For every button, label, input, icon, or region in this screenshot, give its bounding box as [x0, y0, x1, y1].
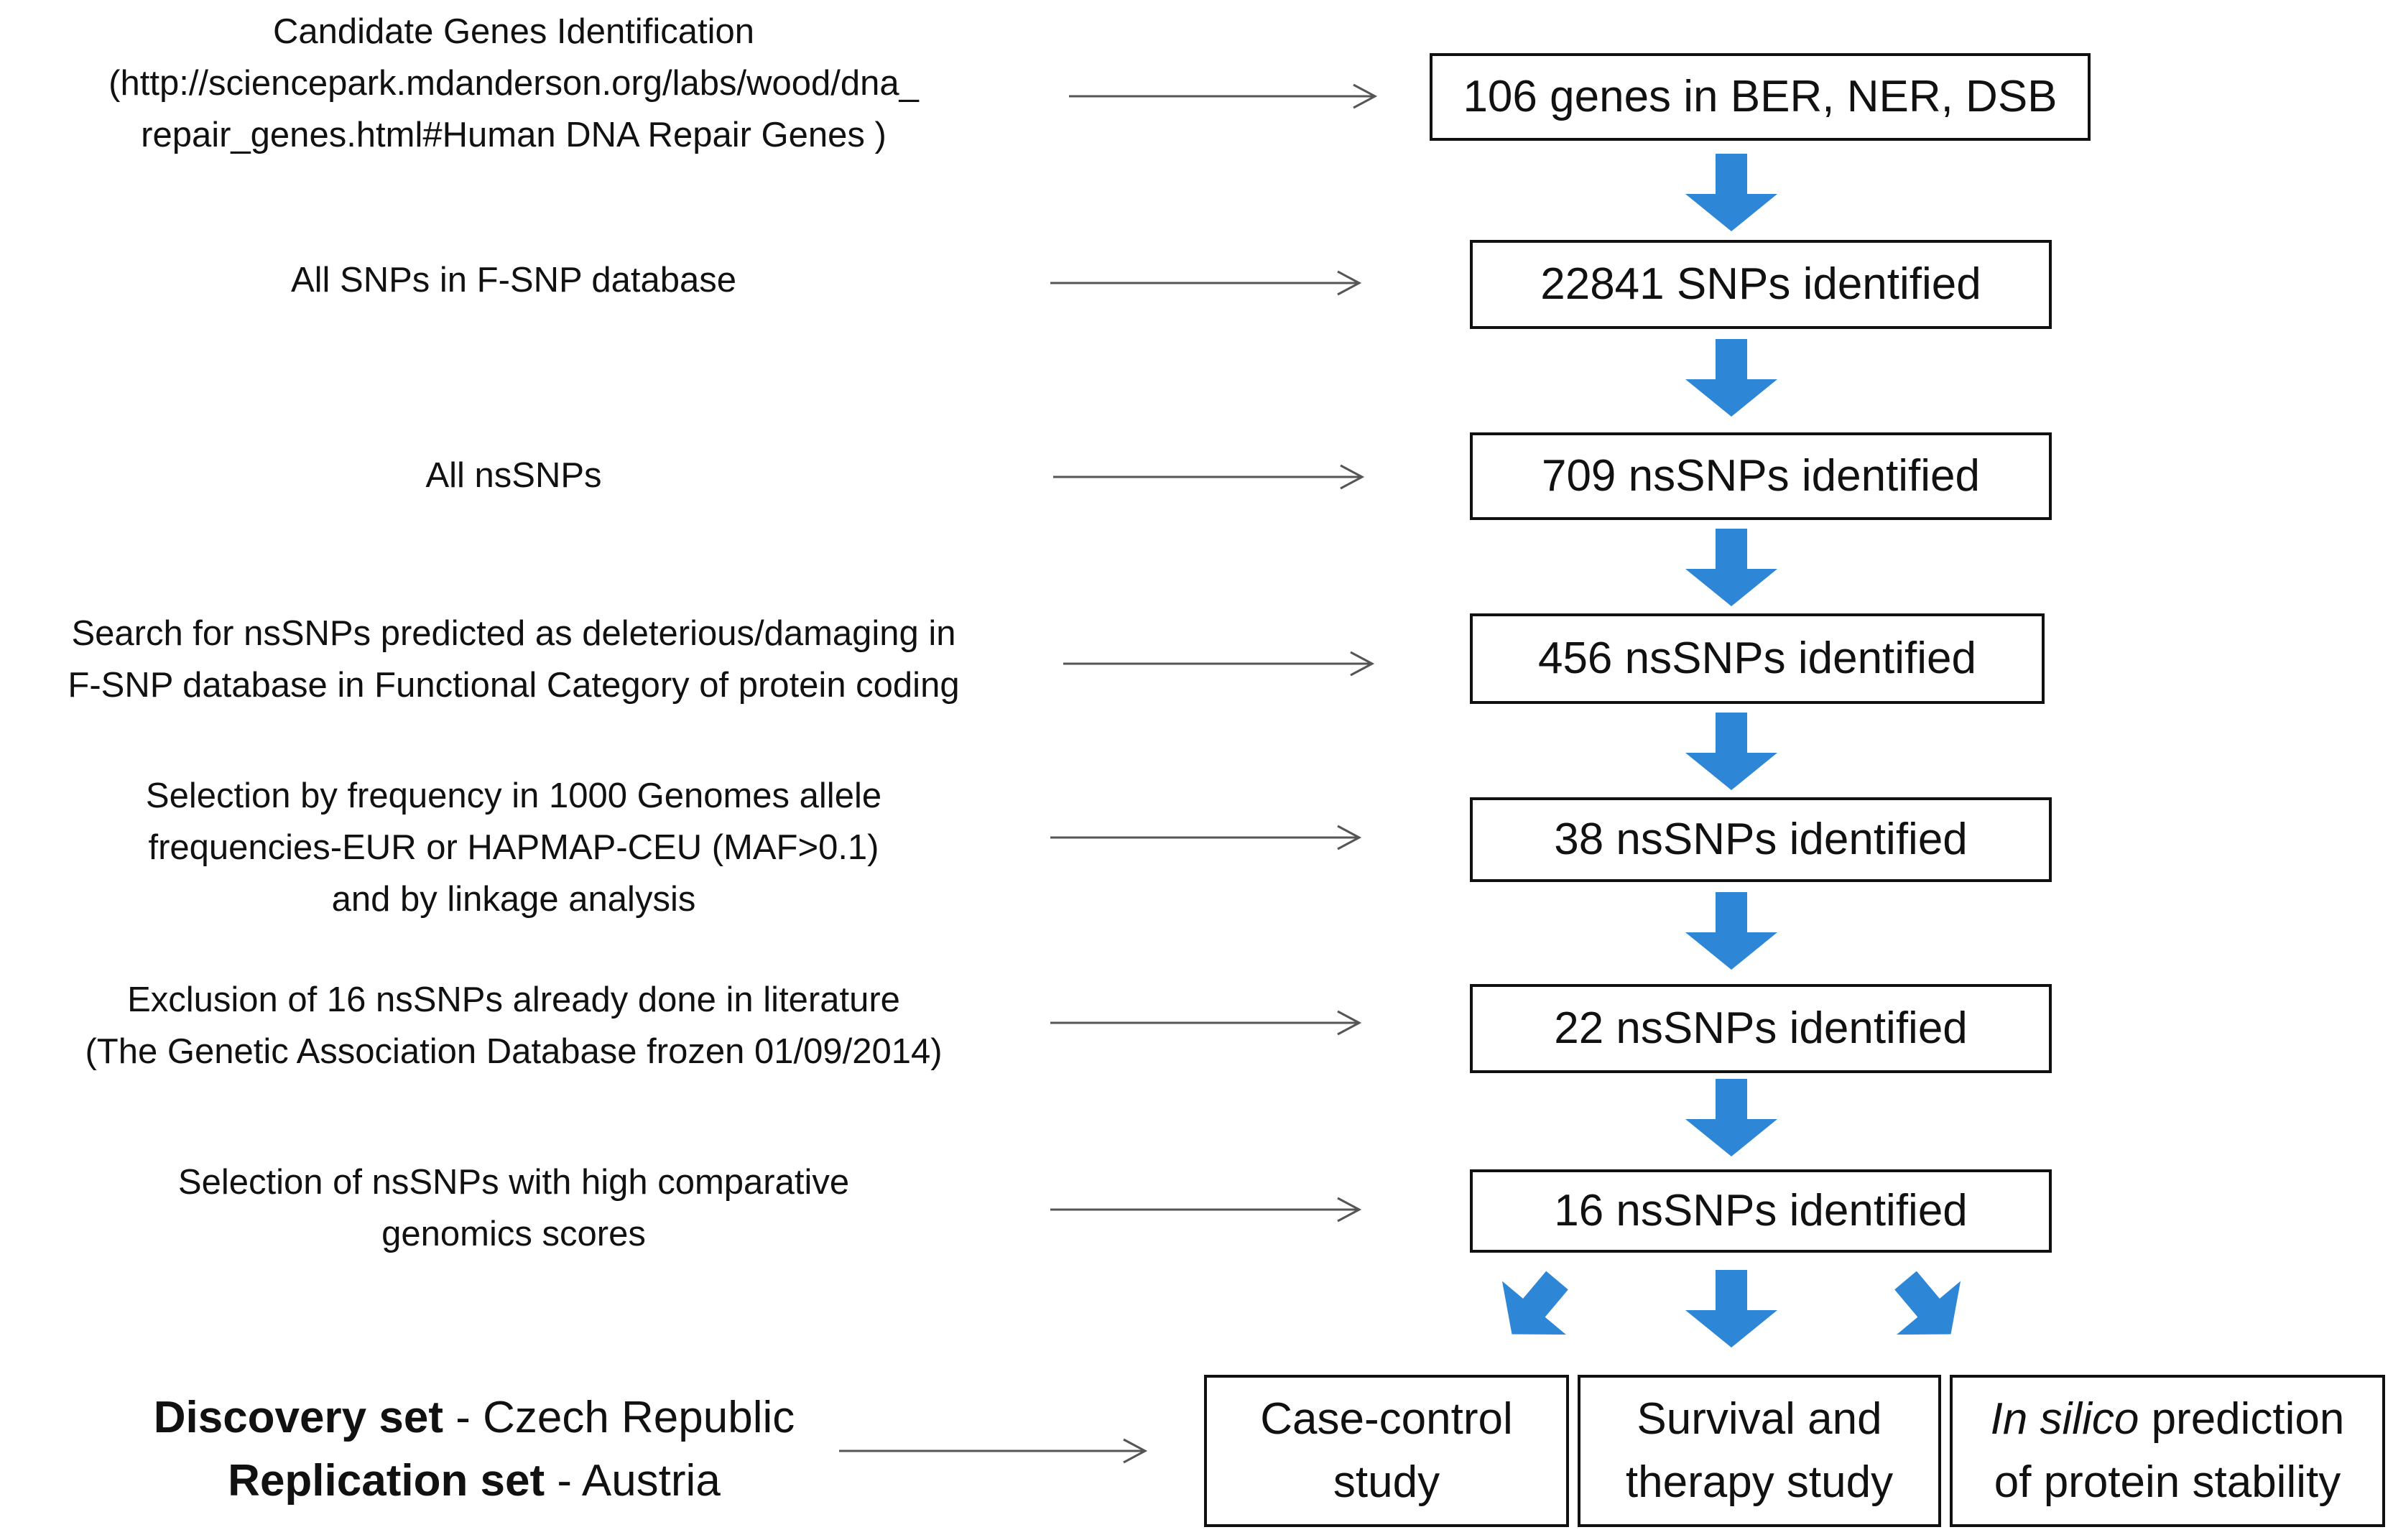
sample-sets: Discovery set - Czech Republic Replicati…	[129, 1386, 819, 1513]
flow-arrow-right	[1894, 1271, 1961, 1335]
outcome-text-2: Survival and therapy study	[1625, 1394, 1894, 1507]
step-description-6: Exclusion of 16 nsSNPs already done in l…	[85, 980, 943, 1071]
flow-arrow-left	[1501, 1271, 1568, 1335]
outcome-label-in-silico: In silico prediction of protein stabilit…	[1991, 1388, 2345, 1514]
outcome-label-case-control: Case-control study	[1260, 1388, 1512, 1514]
discovery-set-line: Discovery set - Czech Republic	[129, 1386, 819, 1449]
result-label-2: 22841 SNPs identified	[1540, 259, 1981, 309]
replication-set-line: Replication set - Austria	[129, 1449, 819, 1513]
replication-set-value: - Austria	[545, 1456, 721, 1506]
pointer-arrowhead-8	[1123, 1438, 1148, 1464]
result-label-7: 16 nsSNPs identified	[1554, 1186, 1968, 1235]
outcome-label-survival: Survival and therapy study	[1626, 1388, 1893, 1514]
flow-arrow-center	[1685, 1270, 1777, 1348]
flow-arrow-3	[1685, 529, 1777, 606]
pointer-arrowhead-1	[1353, 83, 1378, 109]
result-box-1: 106 genes in BER, NER, DSB	[1430, 53, 2091, 141]
step-description-2: All SNPs in F-SNP database	[290, 261, 737, 300]
outcome-box-in-silico: In silico prediction of protein stabilit…	[1950, 1375, 2385, 1527]
flow-arrow-1	[1685, 154, 1777, 231]
flow-arrow-2	[1685, 339, 1777, 417]
outcome-italic-3: In silico	[1990, 1394, 2139, 1444]
outcome-box-case-control: Case-control study	[1204, 1375, 1569, 1527]
flow-arrow-6	[1685, 1079, 1777, 1156]
result-label-5: 38 nsSNPs identified	[1554, 815, 1968, 864]
outcome-box-survival: Survival and therapy study	[1578, 1375, 1941, 1527]
result-box-4: 456 nsSNPs identified	[1470, 613, 2045, 704]
step-description-1: Candidate Genes Identification (http://s…	[108, 12, 919, 154]
step-description-5: Selection by frequency in 1000 Genomes a…	[145, 776, 882, 919]
flow-arrow-4	[1685, 713, 1777, 790]
result-box-5: 38 nsSNPs identified	[1470, 797, 2052, 882]
discovery-set-label: Discovery set	[153, 1393, 443, 1442]
pointer-arrowhead-2	[1337, 270, 1362, 296]
outcome-text-1: Case-control study	[1260, 1394, 1513, 1507]
outcome-text-3: prediction of protein stability	[1994, 1394, 2345, 1507]
result-label-4: 456 nsSNPs identified	[1537, 634, 1977, 683]
flow-arrow-5	[1685, 892, 1777, 970]
result-label-1: 106 genes in BER, NER, DSB	[1463, 72, 2058, 121]
result-box-6: 22 nsSNPs identified	[1470, 984, 2052, 1073]
pointer-arrowhead-4	[1350, 651, 1375, 677]
discovery-set-value: - Czech Republic	[443, 1393, 795, 1442]
step-description-7: Selection of nsSNPs with high comparativ…	[177, 1163, 850, 1253]
result-box-7: 16 nsSNPs identified	[1470, 1169, 2052, 1253]
pointer-arrowhead-7	[1337, 1197, 1362, 1223]
pointer-arrowhead-5	[1337, 825, 1362, 850]
replication-set-label: Replication set	[228, 1456, 545, 1506]
pointer-arrowhead-3	[1340, 464, 1365, 490]
result-box-3: 709 nsSNPs identified	[1470, 432, 2052, 520]
result-box-2: 22841 SNPs identified	[1470, 240, 2052, 329]
step-description-3: All nsSNPs	[425, 456, 602, 495]
pointer-arrowhead-6	[1337, 1010, 1362, 1036]
result-label-3: 709 nsSNPs identified	[1541, 451, 1981, 501]
result-label-6: 22 nsSNPs identified	[1554, 1003, 1968, 1053]
step-description-4: Search for nsSNPs predicted as deleterio…	[68, 614, 960, 705]
